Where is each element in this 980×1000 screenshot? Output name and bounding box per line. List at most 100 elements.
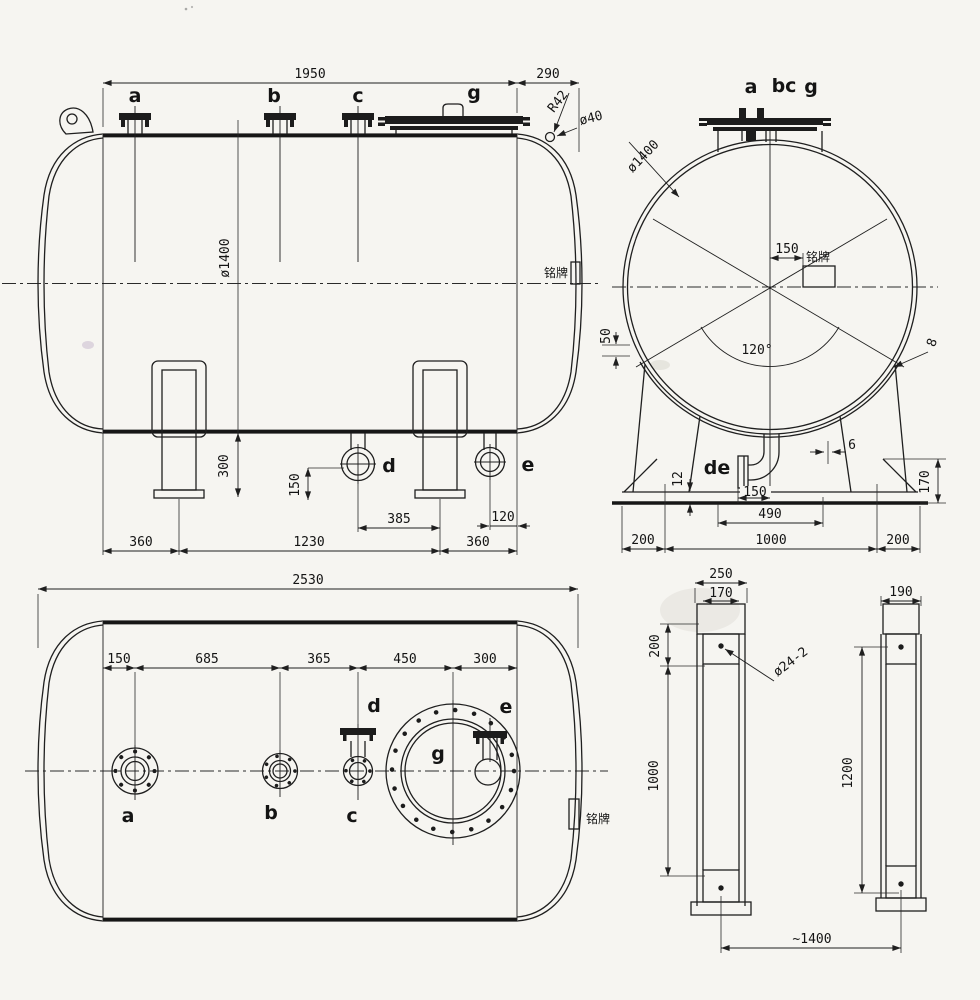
dim-o40: ø40 xyxy=(578,108,604,128)
plan-nozzle-labels: a b c d e g xyxy=(122,695,513,827)
bolt-hole-leader xyxy=(724,648,775,682)
dim-190: 190 xyxy=(889,585,912,600)
dim-120: 120 xyxy=(491,510,514,525)
end-nozzle-labels: a bc g xyxy=(745,75,818,98)
dim-chain-300: 300 xyxy=(473,652,496,667)
plan-view: 2530 150 685 365 450 300 xyxy=(25,573,610,922)
dim-12-group: 12 xyxy=(671,471,694,516)
dim-360-right: 360 xyxy=(466,535,489,550)
label-b-side: b xyxy=(267,85,281,107)
end-base-dimensions: 490 200 1000 200 170 xyxy=(621,458,946,553)
end-nameplate: 150 铭牌 xyxy=(769,242,836,288)
dim-8: 8 xyxy=(924,337,941,349)
dim-1950: 1950 xyxy=(294,67,325,82)
nozzle-a-side xyxy=(119,106,151,262)
saddle-right-side xyxy=(412,360,468,499)
label-d-side: d xyxy=(382,455,396,477)
label-c-side: c xyxy=(352,85,363,107)
thickness-leader xyxy=(893,351,929,368)
label-a-end: a xyxy=(745,76,758,98)
nozzle-d-side xyxy=(340,433,376,484)
dim-150-drain: 150 xyxy=(743,485,766,500)
dim-6: 6 xyxy=(848,438,856,453)
nozzle-a-plan xyxy=(111,745,159,800)
label-e-side: e xyxy=(522,454,535,476)
label-c-plan: c xyxy=(346,805,357,827)
dim-chain-450: 450 xyxy=(393,652,416,667)
nozzle-e-side xyxy=(474,433,506,480)
plan-dimensions: 2530 150 685 365 450 300 xyxy=(37,573,579,750)
dim-385: 385 xyxy=(387,512,410,527)
saddle-left-side xyxy=(151,360,207,499)
label-b-plan: b xyxy=(264,802,278,824)
label-d-plan: d xyxy=(367,695,381,717)
dim-1230: 1230 xyxy=(293,535,324,550)
nameplate-label-side: 铭牌 xyxy=(544,265,568,280)
dia-leader xyxy=(628,141,680,198)
saddle-spacing-dimension: ~1400 xyxy=(720,890,902,953)
end-top-flanges xyxy=(699,108,831,152)
saddle-right-hole-pad-top xyxy=(885,633,917,665)
dim-o24-2: ø24-2 xyxy=(771,644,811,680)
saddle-detail-right: 190 1200 xyxy=(841,585,927,912)
dim-1000-saddle: 1000 xyxy=(647,760,662,791)
end-view: a bc g ø1400 150 铭牌 120° 8 50 xyxy=(599,75,946,553)
label-g-side: g xyxy=(467,82,481,104)
side-tank-shell xyxy=(37,133,583,434)
dim-1000-base: 1000 xyxy=(755,533,786,548)
label-a-side: a xyxy=(129,85,142,107)
label-g-end: g xyxy=(804,76,818,98)
dim-150-drain-group: 150 xyxy=(737,485,771,503)
label-bc-end: bc xyxy=(772,75,797,97)
dim-200-left: 200 xyxy=(631,533,654,548)
dim-170: 170 xyxy=(918,470,933,493)
dim-150-nameplate: 150 xyxy=(775,242,798,257)
end-shell xyxy=(622,139,918,438)
nameplate-label-plan: 铭牌 xyxy=(586,811,610,826)
side-nozzle-labels: a b c g d e xyxy=(129,82,535,477)
dim-120deg: 120° xyxy=(741,343,772,358)
dim-1400: ~1400 xyxy=(792,932,831,947)
nozzle-c-side xyxy=(342,106,374,262)
dim-290: 290 xyxy=(536,67,559,82)
dim-dia-1400: ø1400 xyxy=(218,238,233,277)
side-elevation-view: 铭牌 1950 290 R42 ø40 ø1400 300 150 385 12… xyxy=(2,67,604,555)
dim-chain-685: 685 xyxy=(195,652,218,667)
dim-chain-150: 150 xyxy=(107,652,130,667)
dim-170-saddle: 170 xyxy=(709,586,732,601)
dim-12: 12 xyxy=(671,471,686,487)
manhole-g-side xyxy=(378,103,530,134)
nameplate-plan: 铭牌 xyxy=(568,798,610,830)
dim-chain-365: 365 xyxy=(307,652,330,667)
nameplate-side: 铭牌 xyxy=(544,261,581,285)
nozzle-b-plan xyxy=(261,750,299,797)
label-de-end: de xyxy=(704,457,731,479)
saddle-right-top-pad xyxy=(882,603,920,635)
dim-6-group: 6 xyxy=(810,438,856,464)
dim-200-saddle: 200 xyxy=(648,634,663,657)
dim-300: 300 xyxy=(217,454,232,477)
saddle-left-hole-pad-top xyxy=(702,633,740,665)
manhole-g-plan xyxy=(385,700,521,845)
dim-490: 490 xyxy=(758,507,781,522)
drain-elbow: de xyxy=(704,434,780,489)
dim-50-group: 50 xyxy=(599,328,630,369)
label-e-plan: e xyxy=(500,696,513,718)
saddle-wrap-angle: 120° xyxy=(635,218,905,368)
plan-tank-outline xyxy=(37,620,583,922)
vent-hole xyxy=(544,131,556,143)
dim-200-right: 200 xyxy=(886,533,909,548)
dim-r42: R42 xyxy=(545,88,571,116)
dim-50: 50 xyxy=(599,328,614,344)
label-a-plan: a xyxy=(122,805,135,827)
nozzle-c-d-plan xyxy=(340,724,376,800)
nozzle-b-side xyxy=(264,106,296,262)
dim-150-side: 150 xyxy=(288,473,303,496)
lifting-lug xyxy=(59,107,94,135)
nozzle-e-plan xyxy=(473,718,507,786)
dim-250: 250 xyxy=(709,567,732,582)
label-g-plan: g xyxy=(431,743,445,765)
dim-360-left: 360 xyxy=(129,535,152,550)
